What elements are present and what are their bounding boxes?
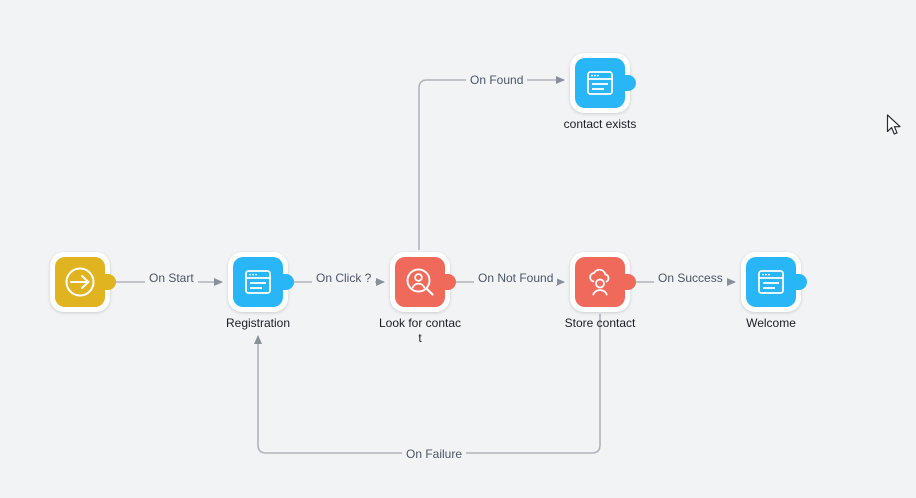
edge-label-on-not-found: On Not Found xyxy=(474,271,558,285)
edge-on-found xyxy=(418,76,565,250)
browser-window-icon xyxy=(758,270,784,294)
browser-window-icon xyxy=(587,71,613,95)
output-port[interactable] xyxy=(624,274,636,290)
node-welcome[interactable]: Welcome xyxy=(741,252,807,330)
mouse-pointer-icon xyxy=(886,114,901,135)
node-body xyxy=(746,257,796,307)
browser-window-icon xyxy=(245,270,271,294)
node-label: Welcome xyxy=(746,316,796,330)
node-body xyxy=(233,257,283,307)
output-port[interactable] xyxy=(444,274,456,290)
output-port[interactable] xyxy=(104,274,116,290)
node-body xyxy=(575,58,625,108)
output-port[interactable] xyxy=(282,274,294,290)
node-start[interactable] xyxy=(50,252,116,312)
edge-label-on-success: On Success xyxy=(654,271,727,285)
edge-label-on-found: On Found xyxy=(466,73,528,87)
edge-label-on-start: On Start xyxy=(145,271,198,285)
node-contact-exists[interactable]: contact exists xyxy=(564,53,636,131)
node-registration[interactable]: Registration xyxy=(226,252,294,330)
output-port[interactable] xyxy=(624,75,636,91)
user-search-icon xyxy=(406,268,434,296)
arrow-in-circle-icon xyxy=(65,267,95,297)
node-label: Registration xyxy=(225,316,291,330)
node-body xyxy=(395,257,445,307)
node-label: contact exists xyxy=(563,117,637,131)
output-port[interactable] xyxy=(795,274,807,290)
edge-label-on-click: On Click ? xyxy=(312,271,376,285)
node-look-for-contact[interactable]: Look for contac t xyxy=(379,252,461,345)
node-body xyxy=(575,257,625,307)
node-body xyxy=(55,257,105,307)
cloud-user-icon xyxy=(589,268,610,296)
edge-label-on-failure: On Failure xyxy=(402,447,467,461)
node-label: Look for contac t xyxy=(378,316,462,345)
node-store-contact[interactable]: Store contact xyxy=(565,252,636,330)
node-label: Store contact xyxy=(564,316,636,330)
